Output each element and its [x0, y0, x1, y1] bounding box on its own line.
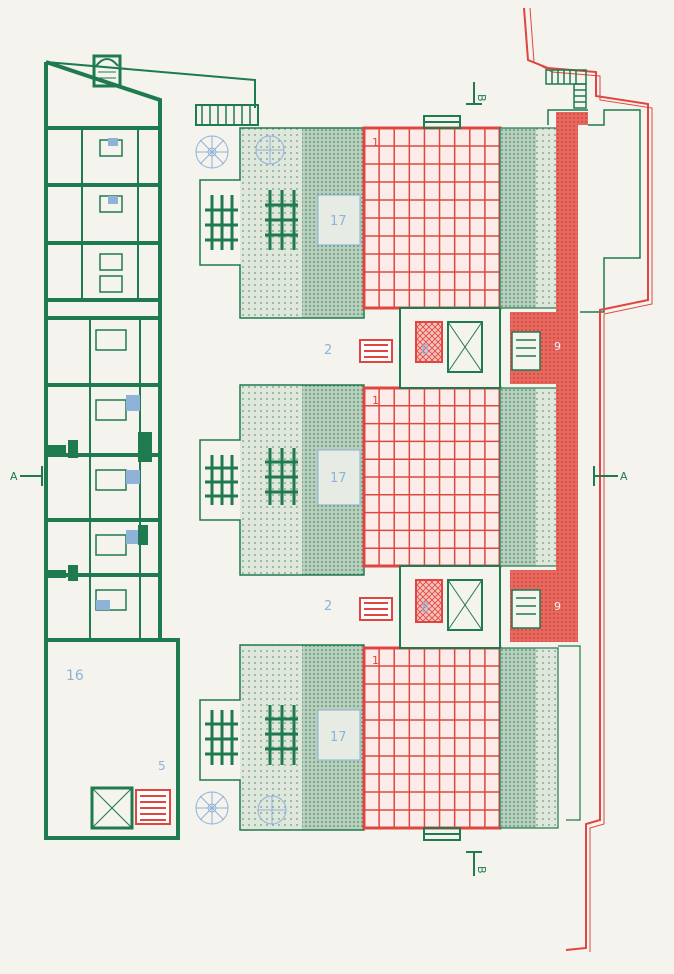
red-wing-9-lower-label: 9	[554, 600, 561, 613]
lower-left-room: 16	[66, 668, 84, 684]
left-apartment-strip: 16 5	[46, 56, 255, 838]
room-17-a-label: 17	[330, 214, 347, 229]
studio-1-c-label: 1	[372, 654, 379, 667]
core-8-lower-label: 8	[421, 601, 429, 616]
north-entry-stair	[196, 105, 258, 125]
section-marker-b-bottom: B	[466, 852, 488, 876]
hall-2-upper-label: 2	[324, 343, 332, 358]
room-17-b-label: 17	[330, 471, 347, 486]
section-marker-a-left: A	[10, 466, 42, 486]
studio-grid-middle	[364, 388, 500, 566]
studio-grid-lower	[364, 648, 500, 828]
hall-2-lower-label: 2	[324, 599, 332, 614]
core-8-upper-label: 8	[421, 343, 429, 358]
service-stair: 5	[92, 759, 170, 828]
room-17-c-label: 17	[330, 730, 347, 745]
section-a-right-label: A	[620, 470, 628, 483]
section-b-bottom-label: B	[475, 866, 488, 874]
studio-grid-upper	[364, 128, 500, 308]
room-16-label: 16	[66, 668, 84, 684]
studio-1-a-label: 1	[372, 136, 379, 149]
studio-1-b-label: 1	[372, 394, 379, 407]
east-bays	[500, 128, 558, 828]
skylight-top	[424, 116, 460, 128]
room-5-label: 5	[158, 759, 166, 773]
red-wing-9-upper-label: 9	[554, 340, 561, 353]
section-b-top-label: B	[475, 94, 488, 102]
west-loggia-bays: 17 17 17	[196, 128, 364, 830]
core-lower: 8	[360, 566, 500, 648]
section-marker-b-top: B	[466, 82, 488, 104]
skylight-bottom	[424, 828, 460, 840]
core-upper: 8	[360, 308, 500, 388]
section-a-left-label: A	[10, 470, 18, 483]
